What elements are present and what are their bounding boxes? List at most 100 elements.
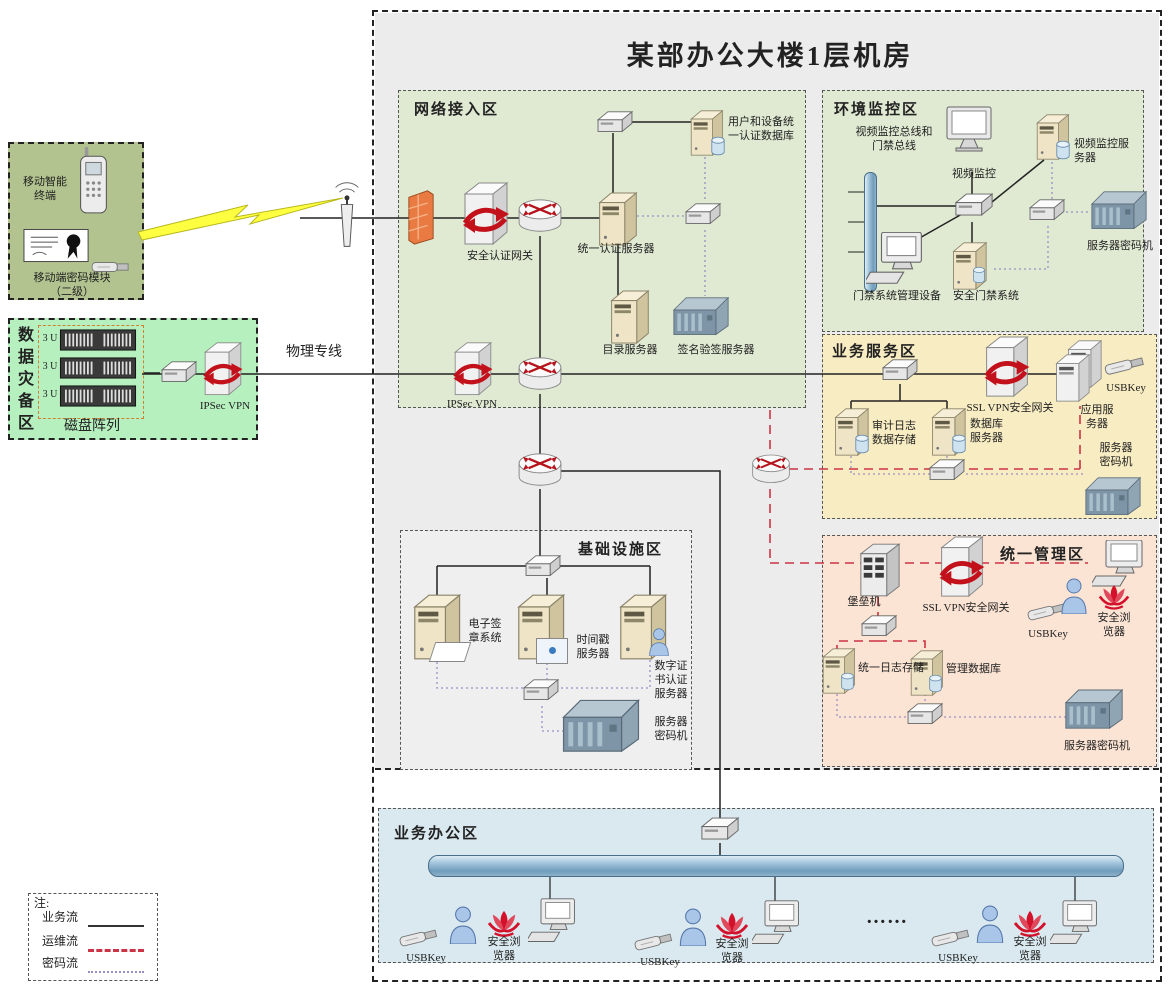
env-bus-label: 视频监控总线和 门禁总线 (855, 126, 933, 152)
directory-server-icon (608, 290, 650, 344)
zone-title-env-monitor: 环境监控区 (834, 102, 920, 118)
infra-switch-icon-top (524, 554, 562, 579)
office-computer-icon-2 (749, 900, 804, 948)
disk-array-label: 磁盘阵列 (64, 419, 120, 434)
dr-ipsec-vpn-icon (202, 342, 244, 398)
mgmt-db-cylinder-icon (928, 674, 943, 693)
access-system-label: 安全门禁系统 (953, 290, 1019, 302)
log-storage-label: 统一日志存储 (858, 662, 924, 674)
signature-server-icon (672, 296, 730, 338)
zone-title-unified-mgmt: 统一管理区 (1000, 547, 1086, 563)
office-browser-icon-2 (715, 910, 749, 940)
um-ssl-vpn-icon (938, 536, 986, 600)
video-server-db-icon (1055, 140, 1071, 160)
machine-room-outer-box (372, 10, 1162, 982)
office-computer-icon-3 (1047, 900, 1102, 948)
mobile-module-label: 移动端密码模块 （二级） (33, 272, 111, 298)
um-usbkey-label: USBKey (1028, 628, 1068, 640)
office-person-icon-3 (975, 905, 1005, 944)
env-switch-icon-1 (954, 192, 994, 219)
infra-cipher-machine-label: 服务器 密码机 (654, 716, 688, 742)
bastion-host-icon (858, 542, 902, 598)
na-ipsec-vpn-label: IPSec VPN (446, 398, 498, 410)
legend-business-flow-label: 业务流 (42, 910, 79, 924)
esign-label: 电子签 章系统 (468, 618, 502, 644)
switch-icon-na-top (596, 110, 634, 135)
timestamp-label: 时间戳 服务器 (576, 634, 610, 660)
biz-switch-icon-2 (928, 458, 966, 483)
certificate-icon (23, 224, 91, 268)
biz-cipher-machine-label: 服务器 密码机 (1099, 442, 1133, 468)
zone-mobile-terminal (8, 142, 144, 300)
office-browser-label-1: 安全浏 览器 (487, 936, 521, 962)
env-cipher-machine-label: 服务器密码机 (1087, 240, 1153, 252)
biz-db-cylinder-icon (951, 434, 967, 454)
um-secure-browser-label: 安全浏 览器 (1097, 612, 1131, 638)
um-person-icon (1060, 578, 1088, 615)
dr-unit-label-1: 3 U (42, 333, 58, 344)
infra-switch-icon-bottom (522, 678, 560, 703)
access-mgmt-label: 门禁系统管理设备 (853, 290, 941, 302)
office-browser-label-2: 安全浏 览器 (715, 938, 749, 964)
na-ipsec-vpn-icon (452, 342, 494, 398)
router-icon-3 (517, 452, 563, 490)
infra-cipher-machine-icon (560, 698, 642, 756)
auth-gateway-label: 安全认证网关 (467, 250, 533, 262)
auth-gateway-icon (462, 182, 510, 248)
lightning-bolt-icon (137, 196, 344, 242)
router-icon-ops (751, 452, 791, 488)
unified-auth-server-label: 统一认证服务器 (577, 243, 655, 255)
office-browser-label-3: 安全浏 览器 (1013, 936, 1047, 962)
diagram-title: 某部办公大楼1层机房 (626, 41, 914, 71)
video-monitor-label: 视频监控 (952, 168, 996, 180)
disk-array-icon-3 (58, 385, 138, 407)
disk-array-icon-2 (58, 357, 138, 379)
env-switch-icon-2 (1028, 198, 1066, 223)
mobile-phone-icon (76, 146, 112, 216)
directory-server-label: 目录服务器 (602, 344, 658, 356)
biz-usbkey-label: USBKey (1106, 382, 1146, 394)
biz-ssl-vpn-icon (983, 336, 1031, 400)
legend-ops-flow-label: 运维流 (42, 934, 79, 948)
env-bus-bar (864, 172, 877, 292)
disk-array-icon-1 (58, 329, 138, 351)
audit-log-db-icon (854, 434, 870, 454)
office-usbkey-label-3: USBKey (938, 952, 978, 964)
dr-disk-array-box (38, 325, 144, 419)
dr-ipsec-vpn-label: IPSec VPN (199, 400, 251, 412)
log-storage-db-icon (840, 672, 855, 691)
audit-log-label: 审计日志 数据存储 (872, 420, 916, 446)
legend-box (28, 893, 158, 981)
video-monitor-icon (944, 106, 996, 152)
access-system-db-icon (972, 266, 986, 284)
office-person-icon-1 (448, 906, 478, 945)
legend-crypto-flow-line (88, 963, 144, 981)
um-switch-icon-1 (860, 614, 898, 639)
app-server-icon-front (1054, 354, 1090, 402)
um-ssl-vpn-label: SSL VPN安全网关 (922, 602, 1010, 614)
office-browser-icon-1 (487, 908, 521, 938)
user-device-db-label: 用户和设备统 一认证数据库 (728, 116, 794, 142)
zone-title-network-access: 网络接入区 (414, 102, 500, 118)
legend-ops-flow-line (88, 941, 144, 959)
dr-unit-label-3: 3 U (42, 389, 58, 400)
timestamp-card-icon (536, 638, 568, 664)
router-icon-1 (517, 198, 563, 236)
dr-switch-icon (160, 360, 198, 385)
switch-icon-na-2 (684, 202, 722, 227)
um-secure-browser-icon (1098, 582, 1130, 611)
um-cipher-machine-icon (1064, 688, 1124, 732)
env-cipher-machine-icon (1090, 190, 1148, 232)
app-server-label: 应用服 务器 (1080, 404, 1114, 430)
biz-switch-icon-1 (881, 358, 919, 383)
dr-unit-label-2: 3 U (42, 361, 58, 372)
dr-zone-label: 数据灾备区 (15, 326, 32, 436)
mgmt-db-label: 管理数据库 (946, 663, 1001, 675)
biz-ssl-vpn-label: SSL VPN安全网关 (966, 402, 1054, 414)
legend-crypto-flow-label: 密码流 (42, 956, 79, 970)
access-mgmt-computer-icon (863, 231, 928, 288)
office-network-bus (428, 855, 1124, 877)
user-device-db-cylinder-icon (710, 136, 726, 156)
um-cipher-machine-label: 服务器密码机 (1064, 740, 1130, 752)
office-computer-icon-1 (525, 898, 580, 946)
